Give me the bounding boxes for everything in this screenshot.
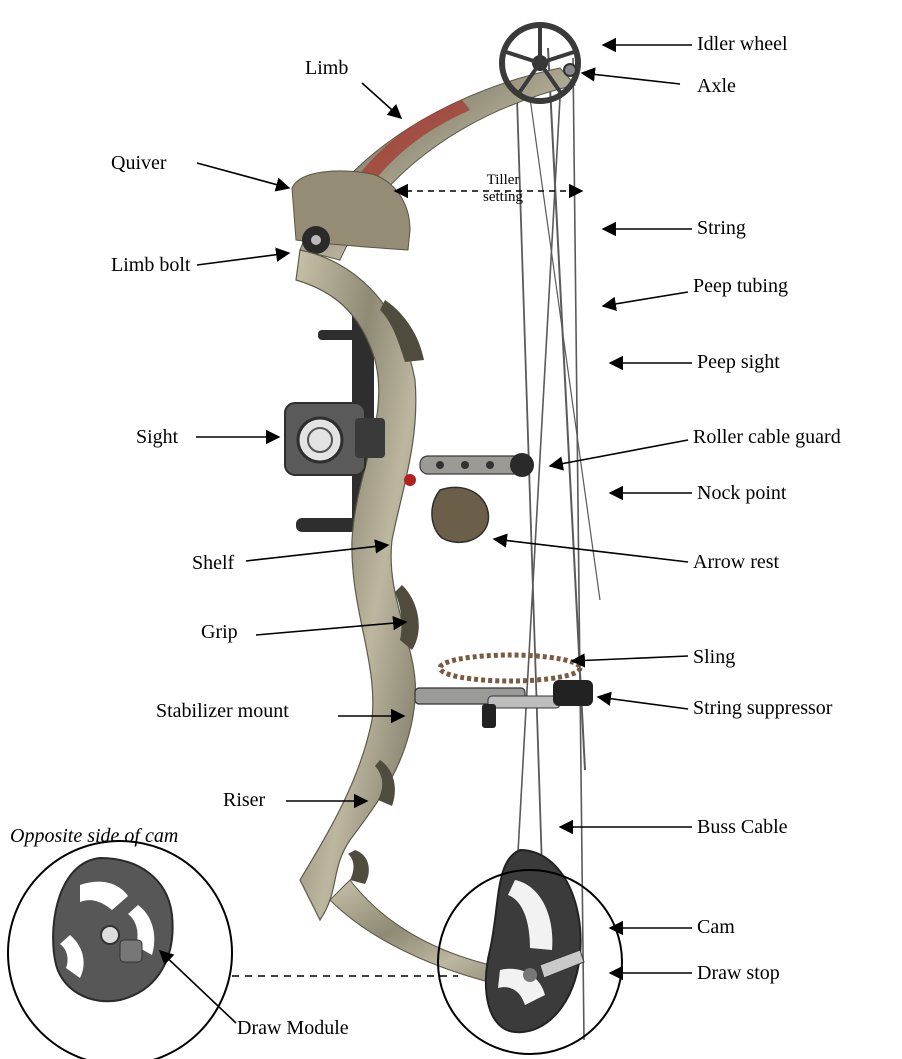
opposite-cam-shape — [53, 858, 172, 1001]
label-arrow-rest: Arrow rest — [693, 552, 779, 572]
label-sling: Sling — [693, 647, 735, 667]
label-grip: Grip — [201, 622, 238, 642]
label-pointers — [160, 45, 692, 1023]
roller-cable-guard-shape — [420, 453, 534, 477]
label-stabilizer-mount: Stabilizer mount — [156, 701, 289, 721]
cam-shape — [486, 850, 584, 1032]
label-limb-bolt: Limb bolt — [111, 255, 190, 275]
label-opposite-side-of-cam: Opposite side of cam — [10, 826, 178, 846]
label-roller-cable-guard: Roller cable guard — [693, 427, 841, 447]
label-peep-tubing: Peep tubing — [693, 276, 788, 296]
label-axle: Axle — [697, 76, 736, 96]
label-string: String — [697, 218, 746, 238]
arrow-rest-shape — [404, 474, 488, 542]
label-buss-cable: Buss Cable — [697, 817, 788, 837]
label-sight: Sight — [136, 427, 178, 447]
label-nock-point: Nock point — [697, 483, 786, 503]
label-cam: Cam — [697, 917, 735, 937]
label-idler-wheel: Idler wheel — [697, 34, 788, 54]
label-string-suppressor: String suppressor — [693, 698, 832, 718]
label-shelf: Shelf — [192, 553, 234, 573]
label-quiver: Quiver — [111, 153, 167, 173]
label-limb: Limb — [305, 58, 348, 78]
label-tiller-setting-line2: setting — [468, 189, 538, 206]
string-suppressor-shape — [415, 680, 593, 728]
label-draw-stop: Draw stop — [697, 963, 780, 983]
label-peep-sight: Peep sight — [697, 352, 780, 372]
sling-shape — [440, 655, 580, 681]
label-draw-module: Draw Module — [237, 1018, 349, 1038]
label-tiller-setting: Tiller setting — [468, 172, 538, 207]
label-tiller-setting-line1: Tiller — [468, 172, 538, 189]
label-riser: Riser — [223, 790, 265, 810]
